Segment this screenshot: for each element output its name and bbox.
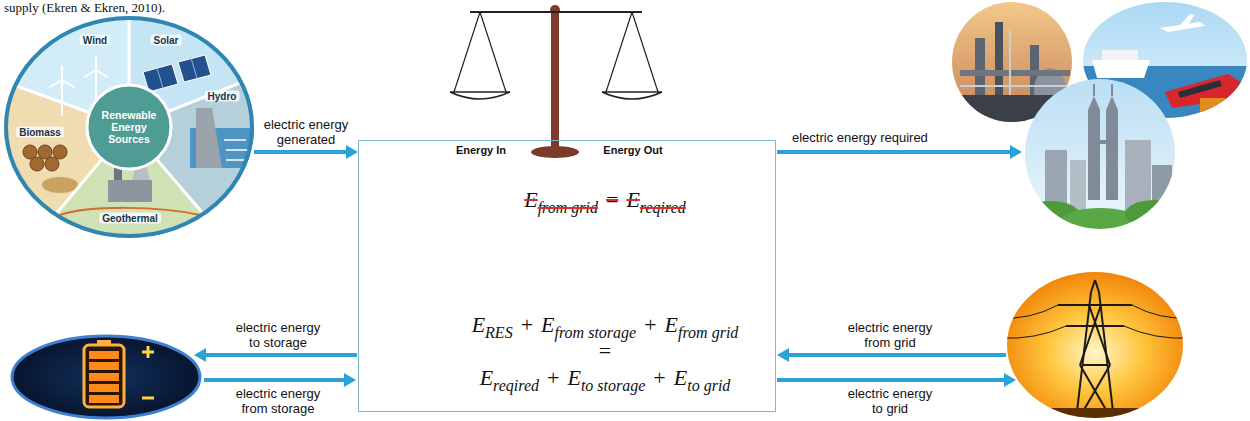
equation-symbol: E [472,312,485,337]
equation-subscript: from grid [678,324,738,341]
equation-operator: = [606,187,618,212]
flow-label: electric energy to storage [232,320,324,350]
equation-subscript: to storage [581,377,645,394]
flow-arrow [254,150,346,154]
citation-text: supply (Ekren & Ekren, 2010). [4,0,165,16]
equation-symbol: E [567,365,580,390]
sector-label: Hydro [205,91,240,102]
equation-symbol: E [524,187,537,212]
center-title: Renewable Energy Sources [93,109,165,145]
equation-subscript: from grid [538,199,598,216]
balance-scale [450,5,662,158]
equation-symbol: E [480,365,493,390]
energy-balance-box: Energy InEnergy OutEfrom grid=EreqiredER… [358,140,776,412]
equation-subscript: reqired [640,199,686,216]
flow-label: electric energy from grid [844,320,936,350]
flow-label: electric energy from storage [232,386,324,416]
equation-operator: + [547,365,559,390]
flow-label: electric energy generated [260,117,352,147]
balance-equation: ERES+Efrom storage+Efrom grid [405,312,805,340]
battery-illustration [12,336,200,418]
equation-operator: = [599,338,611,363]
balance-equation: Ereqired + Eto storage + Eto grid [405,365,805,393]
equation-subscript: to grid [687,377,730,394]
equation-operator: + [521,312,533,337]
crossed-equation: Efrom grid = Ereqired [405,187,805,215]
equation-operator: + [644,312,656,337]
equation-operator: + [653,365,665,390]
sector-label: Solar [150,35,181,46]
pylon-illustration [1000,272,1190,420]
renewable-illustration [0,0,260,245]
flow-label: electric energy required [792,130,928,145]
sector-label: Biomass [16,127,64,138]
flow-label: electric energy to grid [844,386,936,416]
equation-symbol: E [674,365,687,390]
city-illustration [1020,75,1185,236]
scale-label: Energy Out [603,144,662,156]
equation-symbol: E [665,312,678,337]
equation-symbol: E [626,187,639,212]
sector-label: Geothermal [99,213,161,224]
flow-arrows [204,152,1010,380]
equation-symbol: E [541,312,554,337]
energy-source-circle: Wind SolarHydroRenewable Energy SourcesBi… [4,16,254,238]
equation-subscript: reqired [493,377,539,394]
balance-equation: = [405,338,805,364]
equation-subscript: RES [485,324,513,341]
equation-subscript: from storage [555,324,637,341]
scale-label: Energy In [456,144,506,156]
sector-label: Wind [80,35,110,46]
